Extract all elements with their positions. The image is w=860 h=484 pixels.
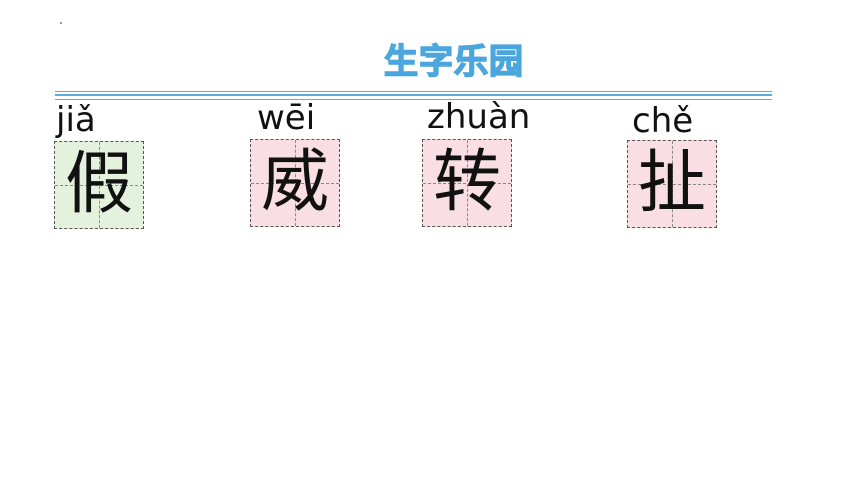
pinyin-label: wēi [257, 98, 316, 138]
grid-guide-vertical [467, 140, 468, 226]
grid-guide-vertical [672, 141, 673, 227]
hanzi-character: 假 [64, 145, 133, 224]
grid-guide-vertical [295, 140, 296, 226]
tianzige-box: 扯 [627, 140, 717, 228]
hanzi-character: 扯 [637, 144, 706, 223]
page-title: 生字乐园 [383, 41, 524, 83]
grid-guide-vertical [99, 142, 100, 228]
pinyin-label: chě [632, 101, 694, 141]
tianzige-box: 威 [250, 139, 340, 227]
hanzi-character: 威 [260, 143, 329, 222]
slide-dot [60, 22, 62, 24]
title-divider [55, 94, 772, 96]
title-divider [55, 91, 772, 92]
pinyin-label: jiǎ [56, 100, 96, 140]
tianzige-box: 转 [422, 139, 512, 227]
tianzige-box: 假 [54, 141, 144, 229]
title-divider [55, 99, 772, 100]
pinyin-label: zhuàn [427, 97, 531, 137]
hanzi-character: 转 [432, 143, 501, 222]
